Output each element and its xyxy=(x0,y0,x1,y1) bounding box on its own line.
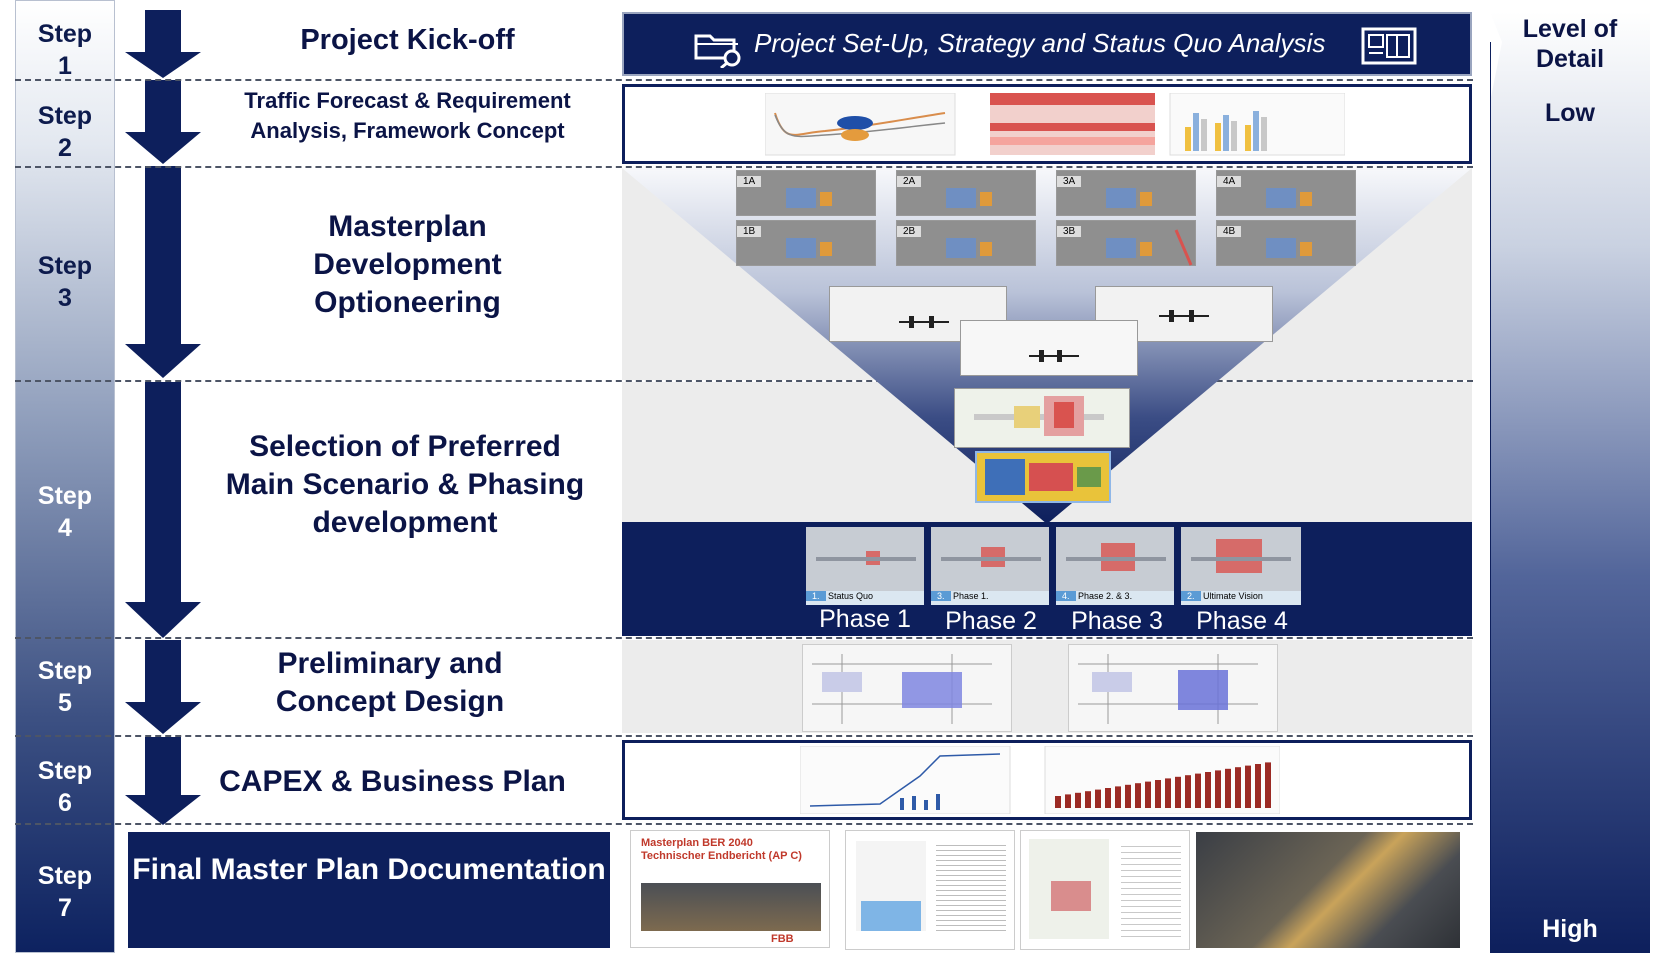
level-of-detail-bar xyxy=(1490,12,1650,953)
down-arrow-icon xyxy=(125,10,201,78)
capex-bar xyxy=(1175,776,1181,808)
step-5-label: Step 5 xyxy=(37,657,93,717)
step-6-label: Step 6 xyxy=(37,757,93,817)
capex-bar xyxy=(1095,789,1101,808)
capex-bar xyxy=(1085,791,1091,808)
phase-thumb: 1. Status Quo xyxy=(806,527,924,605)
step-1-title: Project Kick-off xyxy=(300,24,515,56)
down-arrow-icon xyxy=(125,737,201,825)
preferred-scenario-markings xyxy=(974,396,1104,436)
option-shortlist-thumb xyxy=(960,320,1138,376)
blueprint-icon xyxy=(1361,27,1417,65)
divider xyxy=(15,735,1473,737)
capex-bar xyxy=(1125,784,1131,808)
capex-bar xyxy=(1105,788,1111,808)
capex-bar xyxy=(1245,765,1251,808)
phase-3-label: Phase 3 xyxy=(1071,607,1163,635)
step-2-label: Step 2 xyxy=(37,102,93,162)
capex-bar xyxy=(1195,773,1201,808)
step-3-label: Step 3 xyxy=(37,252,93,312)
option-markings xyxy=(786,188,1312,266)
banner: Project Set-Up, Strategy and Status Quo … xyxy=(622,12,1472,76)
capex-bar xyxy=(1135,783,1141,808)
capex-bar xyxy=(1265,762,1271,808)
lod-low-label: Low xyxy=(1545,99,1595,127)
report-logo: FBB xyxy=(771,933,794,945)
down-arrow-icon xyxy=(125,640,201,734)
design-area xyxy=(622,640,1472,733)
capex-bar xyxy=(1075,792,1081,808)
report-cover-image xyxy=(641,883,821,931)
step-7-label: Step 7 xyxy=(37,862,93,922)
aerial-rendering xyxy=(1196,832,1460,948)
capex-bar xyxy=(1235,767,1241,808)
divider xyxy=(15,380,1473,382)
lod-high-label: High xyxy=(1542,915,1598,943)
shortlist-markings xyxy=(899,310,1209,362)
banner-text: Project Set-Up, Strategy and Status Quo … xyxy=(754,28,1326,58)
report-title: Masterplan BER 2040 xyxy=(641,837,753,849)
report-page-drawings xyxy=(845,830,1015,950)
divider xyxy=(15,637,1473,639)
step-7-title: Final Master Plan Documentation xyxy=(132,853,606,886)
down-arrow-icon xyxy=(125,166,201,378)
capex-charts xyxy=(800,746,1280,814)
step-1-label: Step 1 xyxy=(37,20,93,80)
step-5-title: Preliminary and Concept Design xyxy=(275,647,505,718)
capex-bar xyxy=(1225,768,1231,808)
down-arrow-icon xyxy=(125,80,201,164)
capex-bar xyxy=(1165,778,1171,808)
report-page-plans xyxy=(1020,830,1190,950)
capex-bar xyxy=(1185,775,1191,808)
capex-bar xyxy=(1155,780,1161,808)
selected-scenario-markings xyxy=(985,459,1101,495)
phase-2-label: Phase 2 xyxy=(945,607,1037,635)
capex-bar xyxy=(1205,772,1211,808)
capex-bar xyxy=(1255,764,1261,808)
divider xyxy=(15,823,1473,825)
forecast-panel xyxy=(622,84,1472,164)
capex-bar xyxy=(1115,786,1121,808)
step-column xyxy=(15,0,115,953)
report-cover: Masterplan BER 2040 Technischer Endberic… xyxy=(630,830,830,948)
report-subtitle: Technischer Endbericht (AP C) xyxy=(641,850,802,862)
design-markings xyxy=(812,654,1258,724)
down-arrow-icon xyxy=(125,382,201,638)
divider xyxy=(15,79,1473,81)
capex-bar xyxy=(1145,781,1151,808)
step-6-title: CAPEX & Business Plan xyxy=(219,765,566,798)
capex-bar xyxy=(1065,794,1071,808)
step-3-title: Masterplan Development Optioneering xyxy=(313,210,502,319)
step-4-label: Step 4 xyxy=(37,482,93,542)
phase-4-label: Phase 4 xyxy=(1196,607,1288,635)
capex-bar xyxy=(1055,796,1061,808)
forecast-thumbnails xyxy=(765,93,1345,156)
phase-1-label: Phase 1 xyxy=(819,605,911,633)
lod-title: Level of Detail xyxy=(1522,15,1618,73)
divider xyxy=(15,166,1473,168)
phase-markings xyxy=(816,539,1291,573)
folder-search-icon xyxy=(694,34,741,68)
capex-bar xyxy=(1215,770,1221,808)
step-2-title: Traffic Forecast & Requirement Analysis,… xyxy=(244,88,571,143)
step-4-title: Selection of Preferred Main Scenario & P… xyxy=(225,430,585,539)
step-7-box xyxy=(128,832,610,948)
